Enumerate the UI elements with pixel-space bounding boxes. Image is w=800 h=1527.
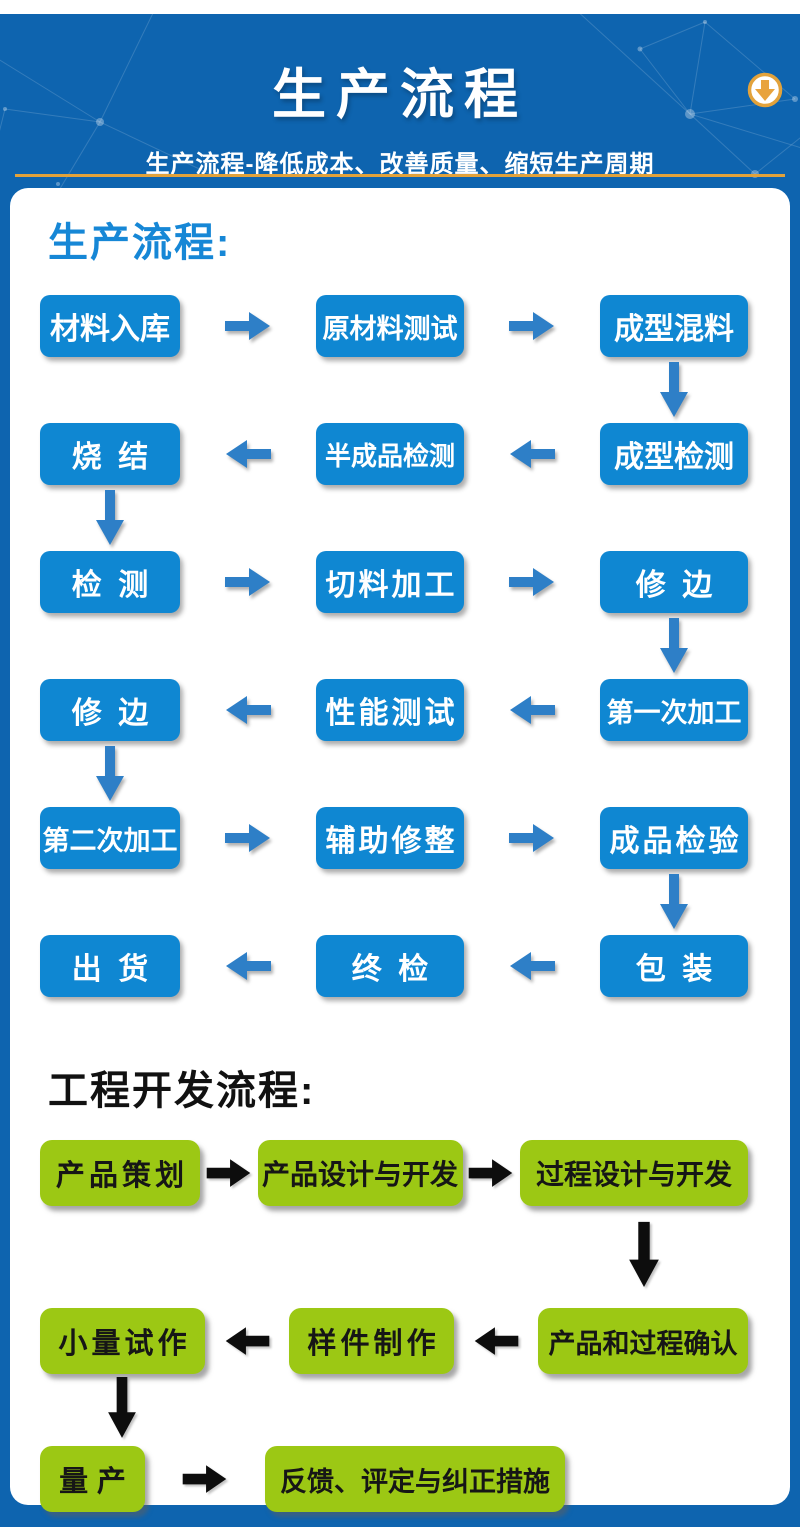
arrow-down-icon	[600, 362, 748, 418]
flow-step: 成型检测	[600, 423, 748, 485]
flow-step: 辅助修整	[316, 807, 464, 869]
flow-step: 性能测试	[316, 679, 464, 741]
flow-step: 成品检验	[600, 807, 748, 869]
flow-row: 产品策划 产品设计与开发 过程设计与开发	[40, 1140, 748, 1206]
arrow-right-icon	[145, 1462, 265, 1496]
flow-connector	[40, 358, 748, 422]
flow-step: 原材料测试	[316, 295, 464, 357]
page-subtitle: 生产流程-降低成本、改善质量、缩短生产周期	[145, 151, 655, 178]
flow-connector	[40, 486, 748, 550]
arrow-down-icon	[600, 618, 748, 674]
arrow-right-icon	[464, 567, 600, 597]
flow-step: 第二次加工	[40, 807, 180, 869]
flow-step: 成型混料	[600, 295, 748, 357]
arrow-right-icon	[463, 1156, 521, 1190]
flow-step: 修边	[600, 551, 748, 613]
flow-connector	[40, 1206, 748, 1308]
arrow-down-icon	[40, 746, 180, 802]
flow-connector	[40, 614, 748, 678]
flow-step: 量产	[40, 1446, 145, 1512]
production-flow-heading: 生产流程:	[48, 221, 232, 265]
flow-step: 出货	[40, 935, 180, 997]
flow-step: 切料加工	[316, 551, 464, 613]
flow-step: 材料入库	[40, 295, 180, 357]
flow-step: 包装	[600, 935, 748, 997]
flow-step: 烧结	[40, 423, 180, 485]
flow-step: 修边	[40, 679, 180, 741]
flow-connector	[40, 742, 748, 806]
flow-connector	[40, 870, 748, 934]
flow-row: 检测 切料加工 修边	[40, 550, 748, 614]
page-background: 生产流程 生产流程-降低成本、改善质量、缩短生产周期 生产流程: 材料入库 原材…	[0, 14, 800, 1527]
flow-step: 样件制作	[289, 1308, 454, 1374]
content-panel: 生产流程: 材料入库 原材料测试 成型混料 烧结 半成品检测 成型检测 检测 切	[10, 188, 790, 1512]
flow-step: 小量试作	[40, 1308, 205, 1374]
flow-row: 材料入库 原材料测试 成型混料	[40, 294, 748, 358]
flow-step: 反馈、评定与纠正措施	[265, 1446, 565, 1512]
download-icon[interactable]	[747, 72, 783, 108]
flow-row: 小量试作 样件制作 产品和过程确认	[40, 1308, 748, 1374]
flow-step: 产品和过程确认	[538, 1308, 748, 1374]
flow-step: 终检	[316, 935, 464, 997]
flow-step: 半成品检测	[316, 423, 464, 485]
flow-connector	[40, 1374, 748, 1446]
arrow-right-icon	[180, 823, 316, 853]
flow-step: 过程设计与开发	[520, 1140, 748, 1206]
flow-step: 产品设计与开发	[257, 1140, 463, 1206]
flow-row: 量产 反馈、评定与纠正措施	[40, 1446, 748, 1512]
arrow-down-icon	[40, 490, 180, 546]
arrow-left-icon	[205, 1324, 289, 1358]
flow-step: 检测	[40, 551, 180, 613]
arrow-left-icon	[180, 695, 316, 725]
arrow-left-icon	[464, 695, 600, 725]
flow-step: 第一次加工	[600, 679, 748, 741]
flow-step: 产品策划	[40, 1140, 200, 1206]
arrow-right-icon	[180, 567, 316, 597]
flow-row: 第二次加工 辅助修整 成品检验	[40, 806, 748, 870]
arrow-right-icon	[464, 823, 600, 853]
flow-row: 出货 终检 包装	[40, 934, 748, 998]
flow-row: 修边 性能测试 第一次加工	[40, 678, 748, 742]
arrow-right-icon	[180, 311, 316, 341]
arrow-right-icon	[200, 1156, 258, 1190]
arrow-down-icon	[600, 874, 748, 930]
engineering-flow-heading: 工程开发流程:	[48, 1069, 316, 1113]
arrow-right-icon	[464, 311, 600, 341]
gold-divider	[15, 174, 785, 177]
arrow-left-icon	[464, 951, 600, 981]
arrow-left-icon	[454, 1324, 538, 1358]
flow-row: 烧结 半成品检测 成型检测	[40, 422, 748, 486]
top-strip	[0, 0, 800, 14]
arrow-left-icon	[464, 439, 600, 469]
arrow-left-icon	[180, 951, 316, 981]
hero-header: 生产流程 生产流程-降低成本、改善质量、缩短生产周期	[0, 14, 800, 188]
page-title: 生产流程	[272, 65, 528, 125]
arrow-left-icon	[180, 439, 316, 469]
arrow-down-icon	[628, 1219, 660, 1296]
arrow-down-icon	[107, 1376, 137, 1444]
